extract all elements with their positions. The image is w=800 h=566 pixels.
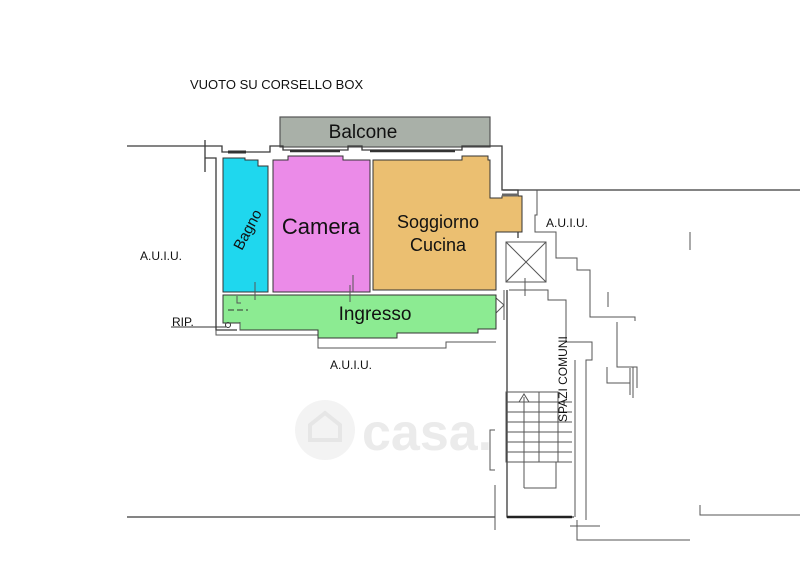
room-camera: Camera bbox=[272, 155, 371, 293]
dimension-ticks bbox=[494, 232, 691, 530]
auiu-label-left: A.U.I.U. bbox=[140, 249, 182, 263]
stair-arrow-icon bbox=[518, 393, 530, 403]
common-area-stairs bbox=[489, 241, 593, 520]
room-label-cucina: Cucina bbox=[410, 235, 467, 255]
staircase bbox=[505, 391, 572, 489]
watermark-house-glyph bbox=[308, 410, 342, 442]
rip-label: RIP. bbox=[172, 315, 194, 329]
auiu-label-right: A.U.I.U. bbox=[546, 216, 588, 230]
watermark: casa. bbox=[295, 400, 492, 462]
room-label-ingresso: Ingresso bbox=[339, 304, 412, 325]
spazi-comuni-label: SPAZI COMUNI bbox=[556, 336, 570, 422]
entrance-door bbox=[495, 297, 505, 314]
rip-marker-icon bbox=[225, 322, 231, 328]
room-soggiorno-cucina: Soggiorno Cucina bbox=[372, 155, 523, 291]
room-balcone: Balcone bbox=[279, 116, 491, 148]
title-vuoto-su-corsello-box: VUOTO SU CORSELLO BOX bbox=[190, 77, 363, 92]
auiu-label-bottom: A.U.I.U. bbox=[330, 358, 372, 372]
room-ingresso: Ingresso bbox=[222, 282, 497, 339]
watermark-house-icon bbox=[295, 400, 355, 460]
room-label-soggiorno: Soggiorno bbox=[397, 212, 479, 232]
rip-annotation: RIP. bbox=[171, 315, 231, 329]
exterior-walls bbox=[127, 140, 800, 541]
room-bagno: Bagno bbox=[222, 157, 269, 293]
watermark-text: casa. bbox=[362, 404, 492, 462]
room-label-camera: Camera bbox=[282, 214, 361, 239]
elevator-shaft bbox=[505, 241, 547, 283]
room-label-balcone: Balcone bbox=[329, 122, 398, 143]
